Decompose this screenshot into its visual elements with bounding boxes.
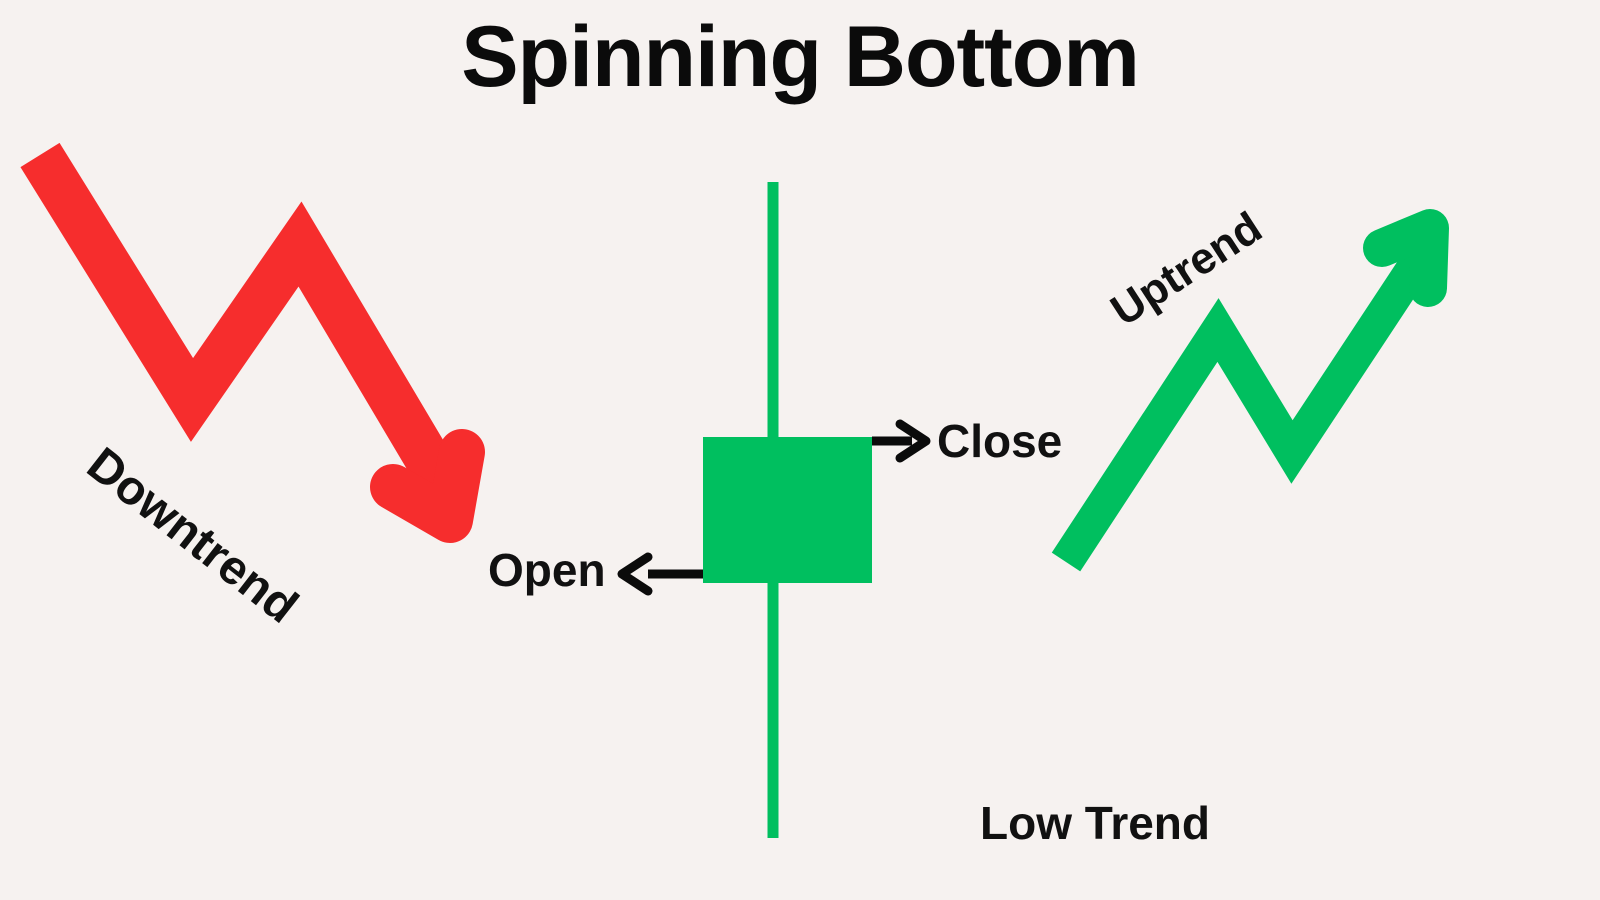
close-pointer-arrowhead bbox=[895, 419, 931, 463]
low-trend-label: Low Trend bbox=[980, 797, 1210, 849]
open-pointer bbox=[617, 552, 703, 596]
open-pointer-arrowhead bbox=[617, 552, 653, 596]
close-pointer bbox=[872, 419, 931, 463]
close-label: Close bbox=[937, 415, 1063, 467]
uptrend-arrow bbox=[1051, 209, 1449, 572]
uptrend-arrow-shaft bbox=[1051, 230, 1447, 572]
downtrend-arrow-head bbox=[370, 429, 485, 543]
uptrend-arrow-head bbox=[1363, 209, 1449, 307]
candle-body bbox=[703, 437, 872, 583]
candlestick bbox=[703, 182, 872, 838]
downtrend-arrow bbox=[20, 142, 485, 543]
open-label: Open bbox=[488, 544, 606, 596]
downtrend-arrow-shaft bbox=[20, 142, 472, 512]
page-title: Spinning Bottom bbox=[461, 9, 1140, 105]
